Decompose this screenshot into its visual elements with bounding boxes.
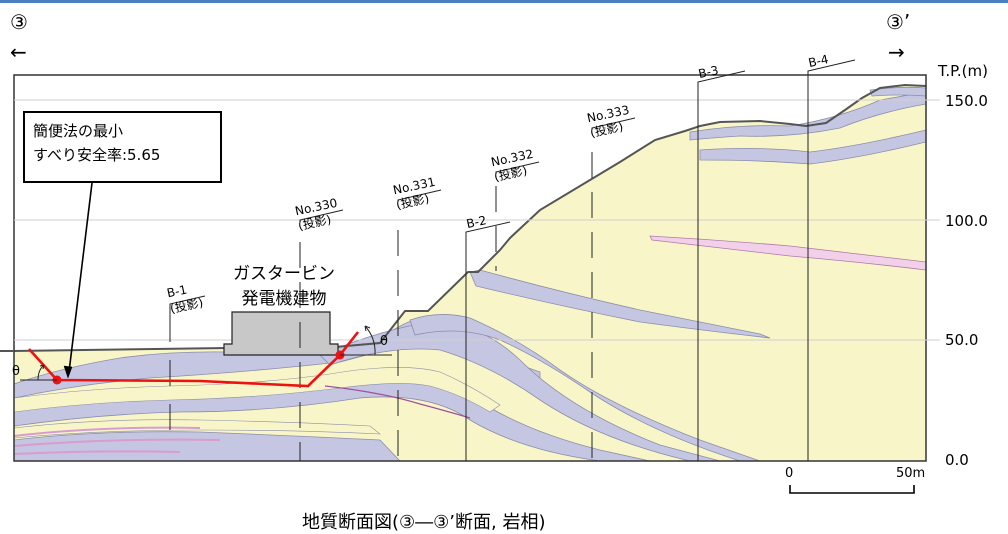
borehole-lines — [169, 74, 809, 461]
tuff-lens — [649, 235, 926, 271]
scale-bar-start-label: 0 — [785, 466, 794, 481]
min-safety-factor-callout: 簡便法の最小 すべり安全率:5.65 — [23, 111, 222, 183]
b2-overline — [465, 221, 511, 235]
tuff-thin-bed-3 — [14, 450, 181, 455]
callout-pointer-line — [68, 182, 93, 373]
b4-overline — [807, 59, 856, 74]
elevation-tick-150: 150.0 — [945, 92, 988, 110]
scale-bar — [789, 485, 915, 494]
theta-right-label: θ — [380, 334, 388, 349]
callout-pointer — [63, 182, 93, 379]
slip-line — [28, 331, 360, 388]
b1-overline — [169, 295, 206, 316]
shale-band-5 — [14, 431, 401, 461]
theta-right-arc — [364, 325, 376, 356]
theta-left-label: θ — [12, 364, 20, 379]
no331-overline — [397, 189, 442, 202]
section-end-label: ③’ — [886, 10, 911, 34]
label-overlines — [169, 59, 856, 316]
theta-right-arrow — [364, 325, 371, 332]
theta-marks — [20, 325, 392, 381]
no333-overline — [591, 117, 636, 130]
projection-lines — [299, 152, 593, 461]
section-start-label: ③ — [10, 10, 28, 34]
building-label-line1: ガスタービン — [233, 264, 335, 284]
tuff-thin-beds — [14, 426, 221, 455]
b3-overline — [697, 70, 746, 85]
upper-shale-2 — [699, 129, 926, 165]
gas-turbine-building — [223, 311, 339, 356]
figure-caption: 地質断面図(③―③’断面, 岩相) — [302, 512, 546, 533]
no332-overline — [495, 161, 540, 174]
section-right-arrow: → — [888, 40, 905, 64]
scale-bar-line — [789, 485, 915, 494]
no330-overline — [299, 209, 344, 222]
elevation-tick-0: 0.0 — [945, 451, 969, 469]
theta-left-arc — [37, 364, 45, 381]
building-label-line2: 発電機建物 — [241, 289, 327, 309]
upper-shale-bands — [689, 86, 926, 165]
tuff-thin-bed-1 — [14, 426, 201, 437]
elevation-gridlines — [14, 99, 940, 341]
callout-line1: 簡便法の最小 — [33, 122, 124, 140]
elevation-tick-100: 100.0 — [945, 212, 988, 230]
upper-shale-3 — [869, 86, 926, 97]
top-border — [0, 0, 1008, 3]
elevation-unit-label: T.P.(m) — [938, 62, 988, 80]
tuff-streak — [324, 385, 471, 419]
upper-shale-1 — [689, 91, 926, 141]
shale-band-6 — [469, 269, 771, 339]
callout-line2: すべり安全率:5.65 — [33, 146, 161, 164]
section-frame — [13, 74, 927, 462]
section-left-arrow: ← — [10, 40, 27, 64]
callout-pointer-head — [63, 365, 73, 379]
building-body — [223, 311, 339, 356]
ground-surface — [14, 83, 926, 352]
scale-bar-end-label: 50m — [896, 466, 926, 481]
theta-left-arrow — [39, 364, 45, 370]
borehole-b1-label: B-1 (投影) — [165, 279, 205, 317]
building-label: ガスタービン 発電機建物 — [224, 262, 344, 312]
sandstone-interbed-1 — [14, 367, 501, 413]
tuff-thin-bed-2 — [14, 438, 221, 447]
elevation-tick-50: 50.0 — [945, 331, 979, 349]
